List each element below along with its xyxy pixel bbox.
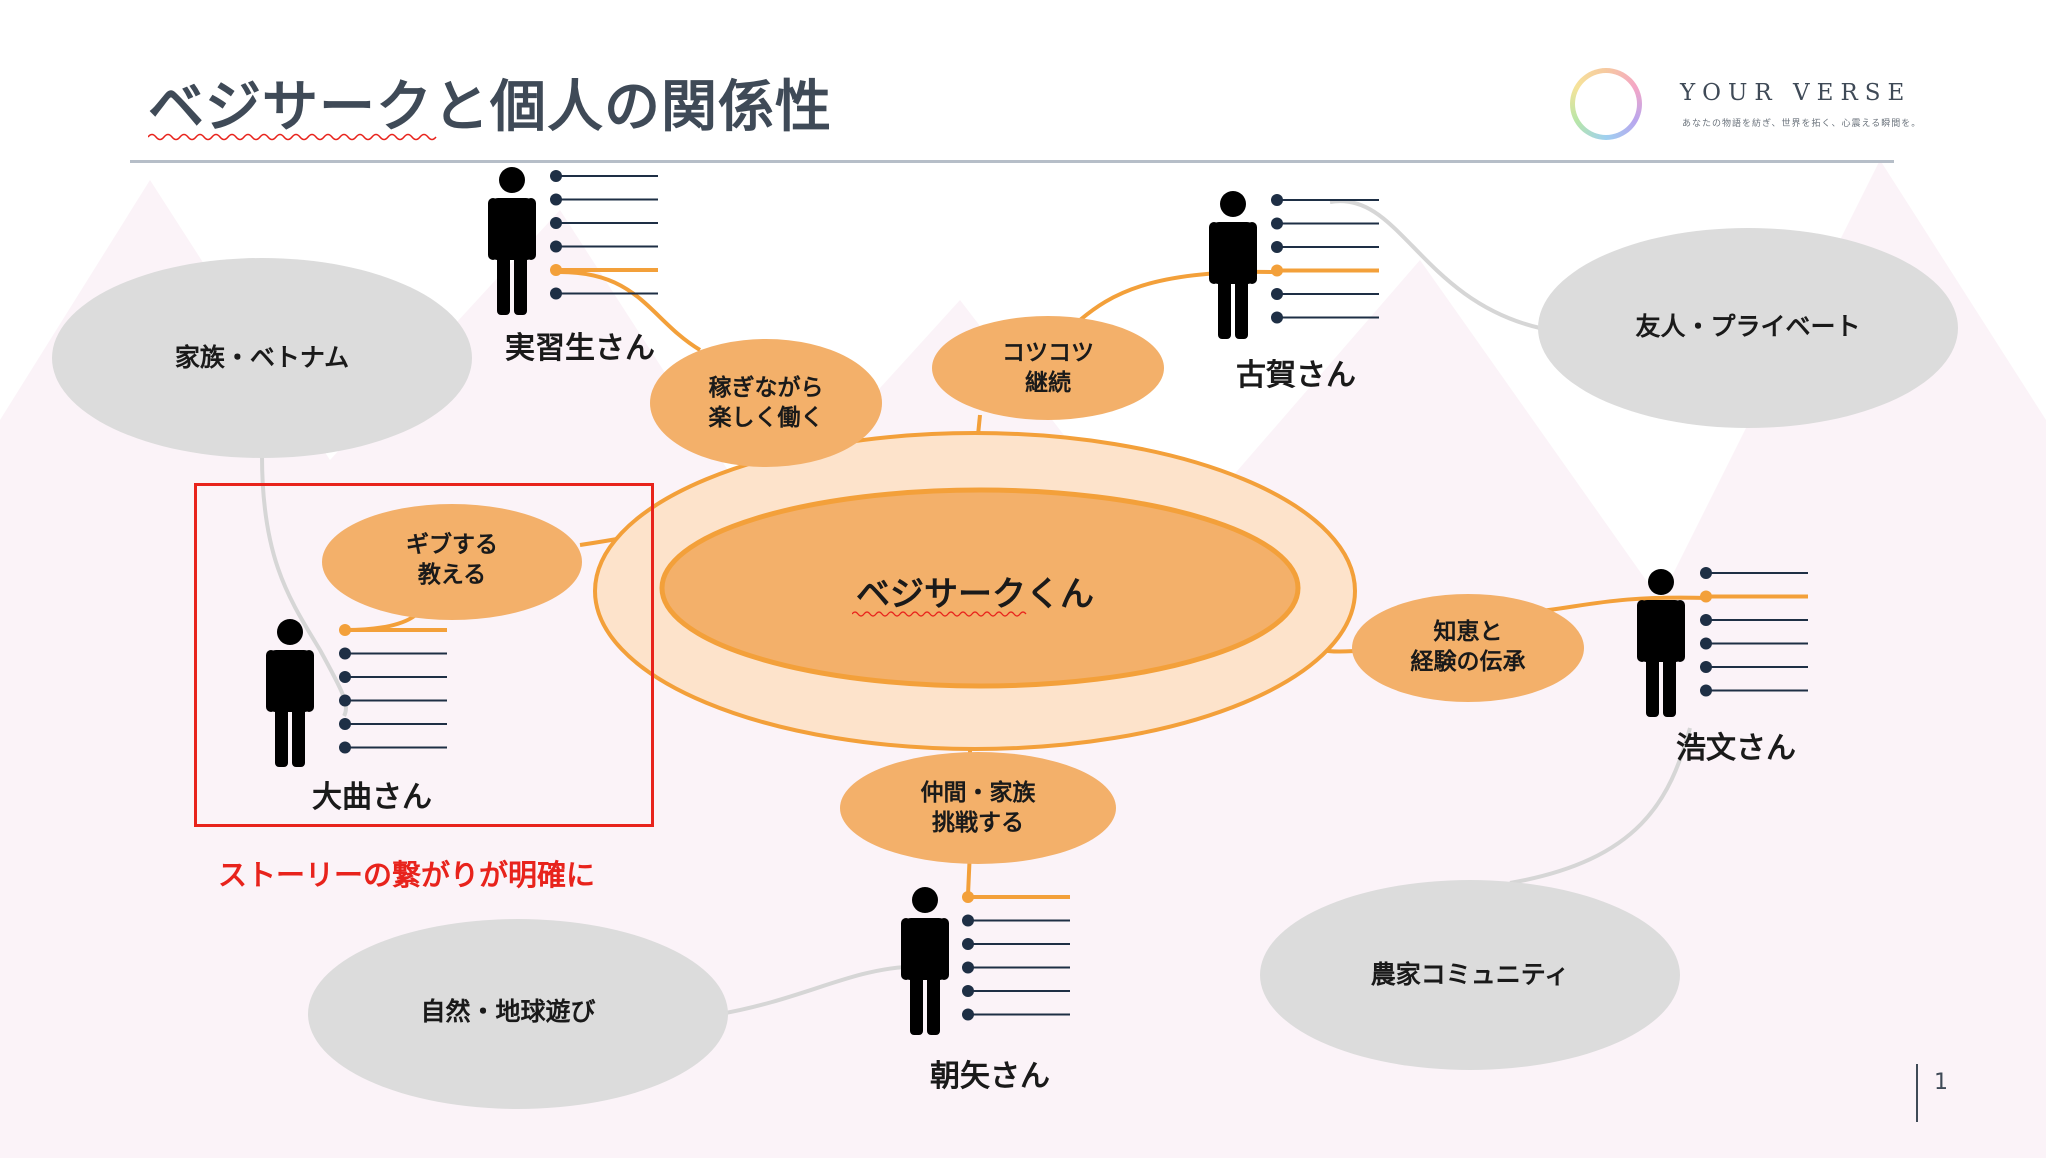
attribute-dot — [962, 985, 974, 997]
attribute-list-trainee — [550, 170, 658, 300]
attribute-dot-highlight — [962, 891, 974, 903]
bubble-trainee-relation — [650, 339, 882, 467]
attribute-dot — [1271, 194, 1283, 206]
page-title: ベジサークと個人の関係性 — [148, 75, 832, 140]
person-name-asaya: 朝矢さん — [930, 1059, 1050, 1094]
highlight-box — [194, 483, 654, 827]
person-icon-hirofumi — [1637, 569, 1685, 717]
community-label-friends: 友人・プライベート — [1635, 312, 1861, 341]
relation-label-line2: 楽しく働く — [708, 405, 824, 431]
relation-label-line1: 仲間・家族 — [920, 780, 1036, 806]
attribute-dot — [339, 694, 351, 707]
relation-label-line2: 教える — [417, 562, 487, 588]
center-inner-ellipse — [659, 487, 1301, 689]
attribute-dot — [1271, 217, 1283, 230]
center-label: ベジサークくん — [856, 574, 1094, 615]
connector-farmers — [1509, 727, 1692, 885]
attribute-dot — [550, 193, 562, 206]
attribute-dot — [339, 647, 351, 660]
community-label-family-vietnam: 家族・ベトナム — [174, 343, 350, 372]
attribute-dot — [1271, 288, 1283, 300]
attribute-list-koga — [1271, 194, 1379, 324]
page-number: 1 — [1934, 1070, 1948, 1095]
person-name-ogama: 大曲さん — [312, 780, 432, 815]
attribute-dot — [550, 240, 562, 253]
attribute-list-hirofumi — [1700, 567, 1808, 697]
attribute-dot — [962, 938, 974, 950]
attribute-list-asaya — [962, 891, 1070, 1021]
relation-label-line1: ギブする — [406, 532, 498, 558]
attribute-dot — [339, 671, 351, 683]
attribute-dot — [1271, 311, 1283, 324]
person-name-koga: 古賀さん — [1236, 358, 1356, 393]
connector-nature — [719, 965, 907, 1016]
attribute-dot — [1700, 567, 1712, 579]
relation-label-line1: 知恵と — [1433, 619, 1503, 645]
title-divider — [130, 160, 1894, 163]
attribute-dot — [339, 718, 351, 730]
relation-label-line2: 挑戦する — [932, 810, 1024, 836]
spellcheck-underline — [148, 133, 437, 141]
logo-wordmark: YOUR VERSE — [1680, 80, 1912, 106]
person-icon-ogama — [266, 619, 314, 767]
attribute-dot — [550, 287, 562, 300]
connector-friends — [1329, 199, 1541, 330]
relation-label-line1: コツコツ — [1002, 340, 1094, 366]
cloud-farmers — [1260, 880, 1680, 1070]
relation-label-line2: 経験の伝承 — [1410, 649, 1526, 675]
relation-label-line1: 稼ぎながら — [708, 375, 824, 401]
relation-label-line2: 継続 — [1025, 370, 1071, 396]
person-icon-koga — [1209, 191, 1257, 339]
logo-ring-icon — [1570, 68, 1642, 140]
attribute-list-ogama — [339, 624, 447, 754]
attribute-dot — [550, 170, 562, 182]
attribute-dot — [1700, 614, 1712, 626]
attribute-dot-highlight — [1700, 590, 1712, 603]
center-spellcheck-underline — [852, 611, 1027, 617]
relation-label-ogama: ギブする 教える — [406, 530, 498, 590]
bubble-asaya-relation — [840, 752, 1116, 864]
attribute-dot — [1700, 661, 1712, 673]
page-number-divider — [1916, 1064, 1918, 1122]
cloud-friends — [1538, 228, 1958, 428]
attribute-dot-highlight — [1271, 264, 1283, 277]
attribute-dot — [339, 741, 351, 754]
attribute-dot-highlight — [339, 624, 351, 636]
attribute-dot — [1271, 241, 1283, 253]
bubble-koga-relation — [932, 316, 1164, 420]
relation-label-trainee: 稼ぎながら 楽しく働く — [709, 373, 824, 433]
highlight-note: ストーリーの繋がりが明確に — [218, 858, 596, 892]
attribute-dot — [962, 961, 974, 974]
relation-label-hirofumi: 知恵と 経験の伝承 — [1411, 617, 1526, 677]
cloud-family-vietnam — [52, 258, 472, 458]
person-icon-asaya — [901, 887, 949, 1035]
community-label-nature: 自然・地球遊び — [420, 997, 596, 1026]
cloud-nature — [308, 919, 728, 1109]
bubble-hirofumi-relation — [1352, 594, 1584, 702]
relation-label-asaya: 仲間・家族 挑戦する — [921, 778, 1036, 838]
relation-label-koga: コツコツ 継続 — [1002, 338, 1094, 398]
community-label-farmers: 農家コミュニティ — [1370, 960, 1570, 989]
person-name-trainee: 実習生さん — [505, 331, 655, 366]
bubble-ogama-relation — [322, 504, 582, 620]
attribute-dot — [550, 217, 562, 229]
attribute-dot — [962, 1008, 974, 1021]
logo-tagline: あなたの物語を紡ぎ、世界を拓く、心震える瞬間を。 — [1682, 119, 1922, 129]
person-icon-trainee — [488, 167, 536, 315]
attribute-dot — [1700, 637, 1712, 650]
attribute-dot-highlight — [550, 264, 562, 276]
attribute-dot — [1700, 684, 1712, 697]
attribute-dot — [962, 914, 974, 927]
people-layer — [266, 167, 1808, 1035]
person-name-hirofumi: 浩文さん — [1676, 731, 1796, 766]
